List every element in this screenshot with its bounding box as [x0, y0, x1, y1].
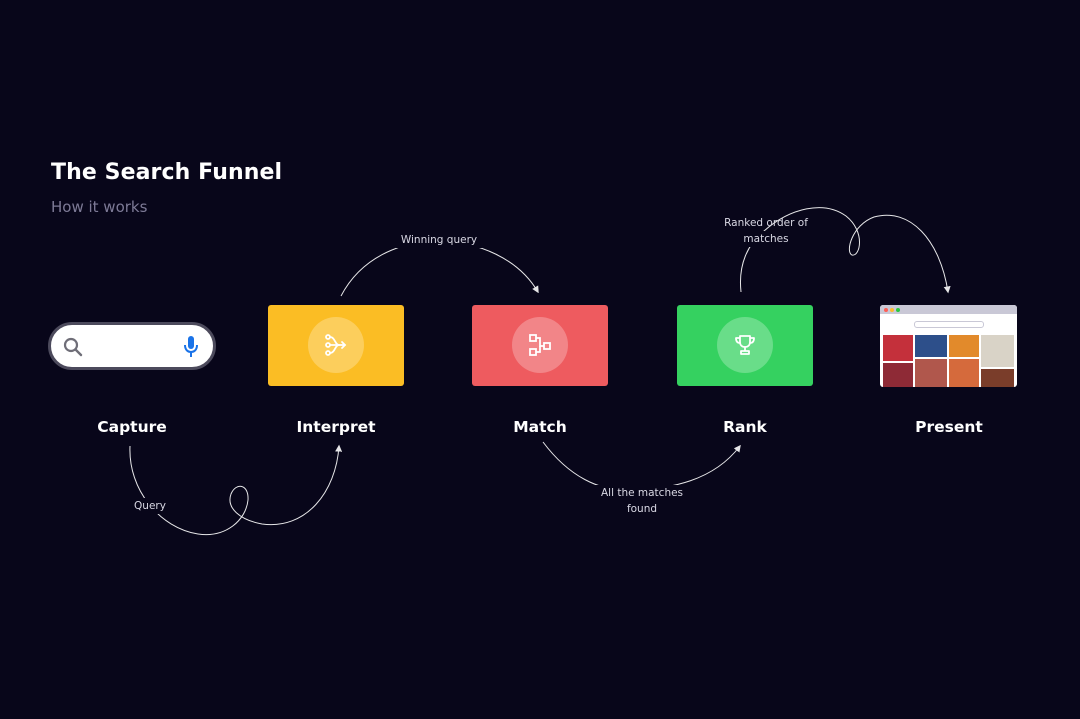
browser-close-dot	[884, 308, 888, 312]
trophy-icon	[735, 335, 755, 355]
result-thumbnail	[883, 363, 913, 387]
annotation-winning-query: Winning query	[396, 232, 482, 248]
search-bar	[48, 322, 216, 370]
step-label-interpret: Interpret	[296, 418, 376, 436]
result-thumbnail	[949, 335, 979, 357]
branch-merge-icon	[325, 334, 347, 356]
annotation-ranked-line2: matches	[714, 231, 818, 247]
result-thumbnail	[915, 359, 947, 387]
microphone-icon	[184, 336, 198, 357]
annotation-ranked-line1: Ranked order of	[724, 217, 808, 229]
rank-card	[677, 305, 813, 386]
result-thumbnail	[981, 335, 1014, 367]
diagram-title: The Search Funnel	[51, 160, 283, 185]
result-thumbnail	[981, 369, 1014, 387]
browser-search-field	[914, 321, 984, 328]
browser-minimize-dot	[890, 308, 894, 312]
browser-maximize-dot	[896, 308, 900, 312]
match-card	[472, 305, 608, 386]
flowchart-icon	[529, 334, 551, 356]
interpret-card	[268, 305, 404, 386]
diagram-subtitle: How it works	[51, 198, 148, 216]
result-thumbnail	[915, 335, 947, 357]
winning-query-arrow	[340, 240, 539, 297]
result-thumbnail	[883, 335, 913, 361]
browser-toolbar	[880, 305, 1017, 314]
search-icon	[63, 337, 83, 357]
step-label-rank: Rank	[723, 418, 767, 436]
annotation-all-matches: All the matches found	[592, 485, 692, 517]
annotation-all-matches-line2: found	[626, 503, 658, 515]
result-thumbnail	[949, 359, 979, 387]
annotation-query: Query	[130, 498, 170, 514]
results-browser-window	[880, 305, 1017, 387]
step-label-capture: Capture	[97, 418, 167, 436]
step-label-match: Match	[513, 418, 567, 436]
annotation-all-matches-line1: All the matches	[592, 485, 692, 501]
query-arrow	[129, 444, 343, 536]
annotation-ranked-order: Ranked order of matches	[714, 215, 818, 247]
step-label-present: Present	[915, 418, 983, 436]
matches-found-arrow	[542, 441, 741, 491]
